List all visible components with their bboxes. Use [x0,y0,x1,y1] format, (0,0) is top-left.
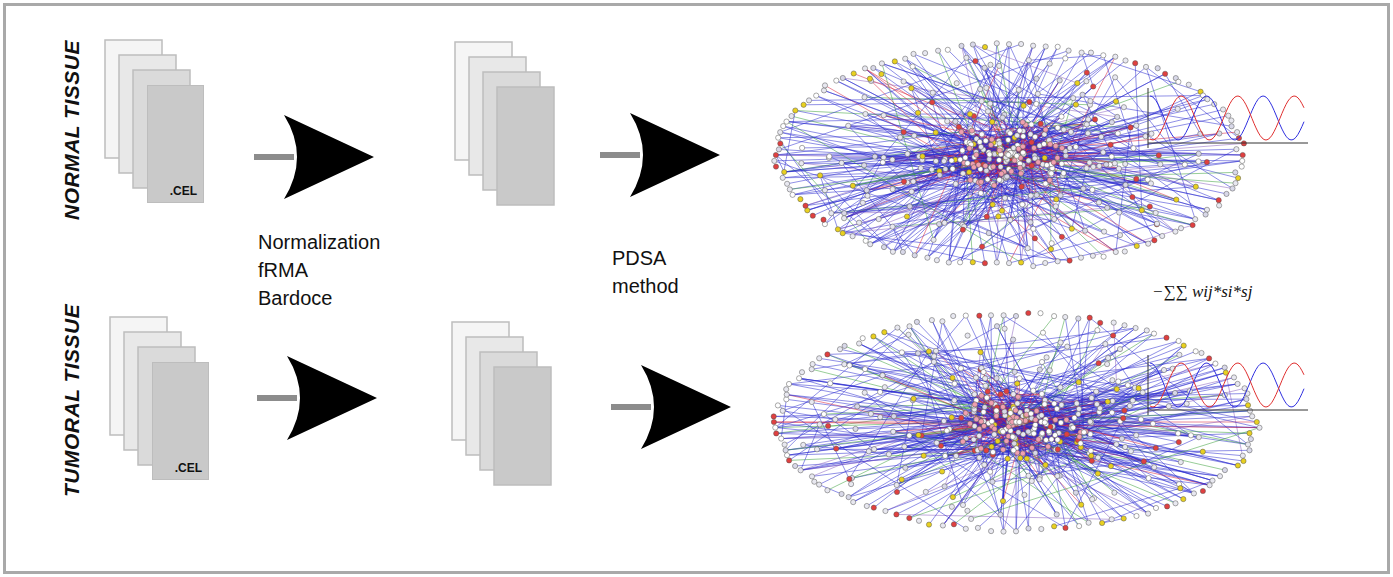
tissue-label: NORMAL TISSUE [60,40,84,220]
arrow-stem [600,152,640,158]
axis [1148,88,1149,148]
file-page [497,87,554,205]
sine-wave [1150,96,1304,140]
file-extension: .CEL [170,184,197,198]
tissue-label: TUMORAL TISSUE [60,303,84,496]
cel-file: .CEL [152,362,209,480]
arrow-head [630,113,720,197]
sine-wave [1150,363,1304,407]
sine-wave [1150,96,1304,140]
file-extension: .CEL [175,461,202,475]
step-label: Normalization fRMA Bardoce [258,228,380,312]
cel-file: .CEL [147,85,204,203]
arrow-stem [611,404,651,410]
step-label: PDSA method [612,244,679,300]
sine-wave [1150,363,1304,407]
arrow-stem [257,395,297,401]
network-graph [771,310,1262,534]
axis [1148,355,1149,415]
axis [1148,143,1308,144]
axis [1148,410,1308,411]
energy-formula: −∑∑ wij*si*sj [1152,282,1252,302]
network-graph [772,41,1247,269]
arrow-head [641,365,731,449]
file-page [494,367,551,485]
arrow-stem [254,154,294,160]
arrow-head [284,115,374,199]
arrow-head [287,356,377,440]
